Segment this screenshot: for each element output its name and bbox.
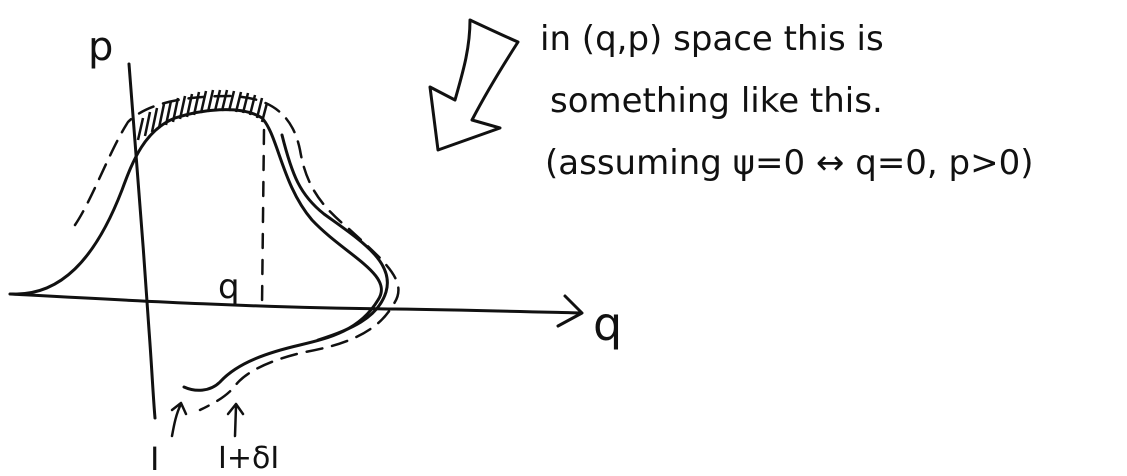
outer-curve-I-plus-dI [73,94,400,412]
outer-curve-label: I+δI [218,441,279,476]
inner-label-arrow [170,401,188,438]
q-axis-arrowhead [556,294,584,328]
outer-curve-solid-trace [280,133,389,342]
q-point-label: q [218,267,240,307]
p-axis [127,62,157,420]
inner-curve-I [10,108,383,392]
q-position-guide [260,128,266,308]
annotation-line-2: something like this. [550,81,883,121]
outer-label-arrow [226,402,245,438]
pointer-arrow [428,18,520,152]
inner-curve-label: I [150,440,159,476]
annotation-line-1: in (q,p) space this is [540,19,884,59]
q-axis-label: q [593,297,622,351]
p-axis-label: p [88,24,113,70]
hatched-region [136,89,269,141]
annotation-line-3: (assuming ψ=0 ↔ q=0, p>0) [545,143,1034,183]
q-axis [8,292,582,315]
